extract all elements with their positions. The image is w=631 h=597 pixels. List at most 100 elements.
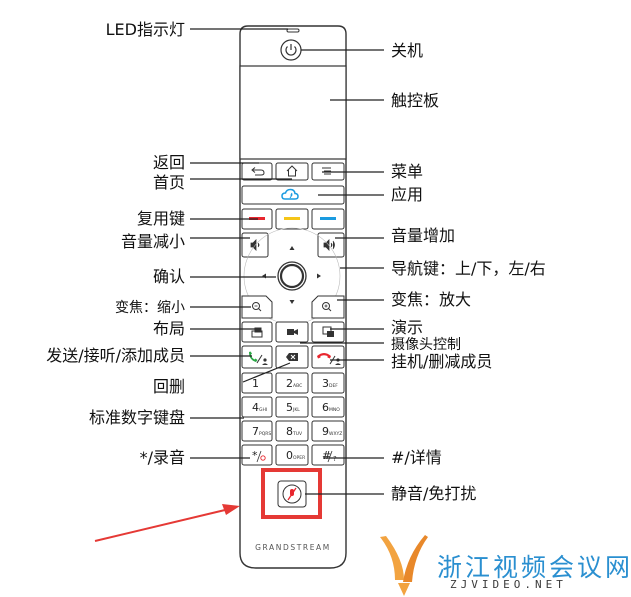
nav-down [289,300,295,304]
power-button[interactable] [280,39,302,61]
label-back: 返回 [152,153,185,172]
zoom-out-icon [252,302,262,312]
key-digit: # [322,449,331,462]
back-icon [251,167,265,176]
label-nav: 导航键：上/下，左/右 [391,259,546,278]
key-digit: 8 [286,425,293,438]
key-digit: 3 [322,377,329,390]
nav-right [317,273,321,279]
label-hangup: 挂机/删减成员 [391,352,493,371]
ok-button[interactable] [277,261,307,291]
backspace-icon [286,353,298,361]
watermark-cn: 浙江视频会议网 [437,553,631,582]
label-home: 首页 [152,173,185,192]
label-ok: 确认 [152,267,185,286]
yellow-key[interactable] [275,208,309,230]
label-layout: 布局 [152,319,185,338]
touchpad[interactable] [239,65,347,160]
key-digit: 4 [252,401,259,414]
key-letters: PQRS [259,431,271,437]
key-digit: 0 [286,449,293,462]
key-letters: TUV [292,431,303,437]
call-icon [249,351,268,365]
home-icon [286,165,298,177]
pointer-arrow [94,504,240,542]
key-digit: 6 [322,401,329,414]
label-touchpad: 触控板 [391,91,440,110]
call-button[interactable] [241,345,273,369]
key-letters: DEF [329,383,338,389]
label-camera: 摄像头控制 [391,337,461,353]
label-send: 发送/接听/添加成员 [46,346,185,365]
label-star: */录音 [139,448,185,467]
label-present: 演示 [391,318,424,337]
key-digit: 7 [252,425,259,438]
back-button[interactable] [241,162,273,181]
info-icon: ? [333,455,337,463]
mute-icon [287,487,297,501]
zoom-out-button[interactable] [241,295,273,319]
led-slot [286,28,300,33]
present-icon [322,326,334,337]
label-delete: 回删 [152,377,185,396]
key-digit: 2 [286,377,293,390]
camera-button[interactable] [275,321,309,343]
zoom-in-button[interactable] [311,295,345,319]
label-hash: #/详情 [391,448,442,467]
key-letters: JKL [292,407,300,413]
label-keypad: 标准数字键盘 [88,408,185,427]
mute-button[interactable] [277,480,307,508]
key-digit: 1 [252,377,259,390]
leader-lines [190,28,384,495]
label-zoom-out: 变焦：缩小 [115,300,185,316]
label-vol-down: 音量减小 [120,232,185,251]
delete-button[interactable] [275,345,309,369]
layout-button[interactable] [241,321,273,343]
layout-icon [251,327,263,338]
home-button[interactable] [275,162,309,181]
hangup-icon [317,353,341,365]
blue-key[interactable] [311,208,345,230]
record-icon [260,455,266,461]
label-led: LED指示灯 [105,20,185,39]
camera-icon [287,329,298,335]
volume-up-button[interactable] [317,232,345,258]
key-star[interactable]: * [241,444,273,466]
label-apps: 应用 [391,185,424,204]
key-hash[interactable]: #? [311,444,345,466]
label-mute: 静音/免打扰 [391,484,477,503]
key-letters: GHI [259,407,267,413]
key-digit: 9 [322,425,329,438]
key-1[interactable]: 1 [241,372,273,394]
label-power: 关机 [391,41,424,60]
key-digit: 5 [286,401,293,414]
brand-logo: GRANDSTREAM [255,543,331,552]
hangup-button[interactable] [311,345,345,369]
key-letters: OPER [293,455,305,461]
watermark-logo [380,535,428,596]
key-letters: WXYZ [329,431,342,437]
key-digit: * [252,449,258,462]
present-button[interactable] [311,321,345,343]
cloud-icon [281,188,299,200]
menu-icon [322,167,331,175]
power-icon [285,44,297,56]
label-zoom-in: 变焦：放大 [391,290,472,309]
label-menu: 菜单 [391,162,424,181]
key-letters: ABC [293,383,302,389]
label-vol-up: 音量增加 [391,226,456,245]
watermark-en: ZJVIDEO.NET [450,578,567,591]
zoom-in-icon [322,302,332,312]
